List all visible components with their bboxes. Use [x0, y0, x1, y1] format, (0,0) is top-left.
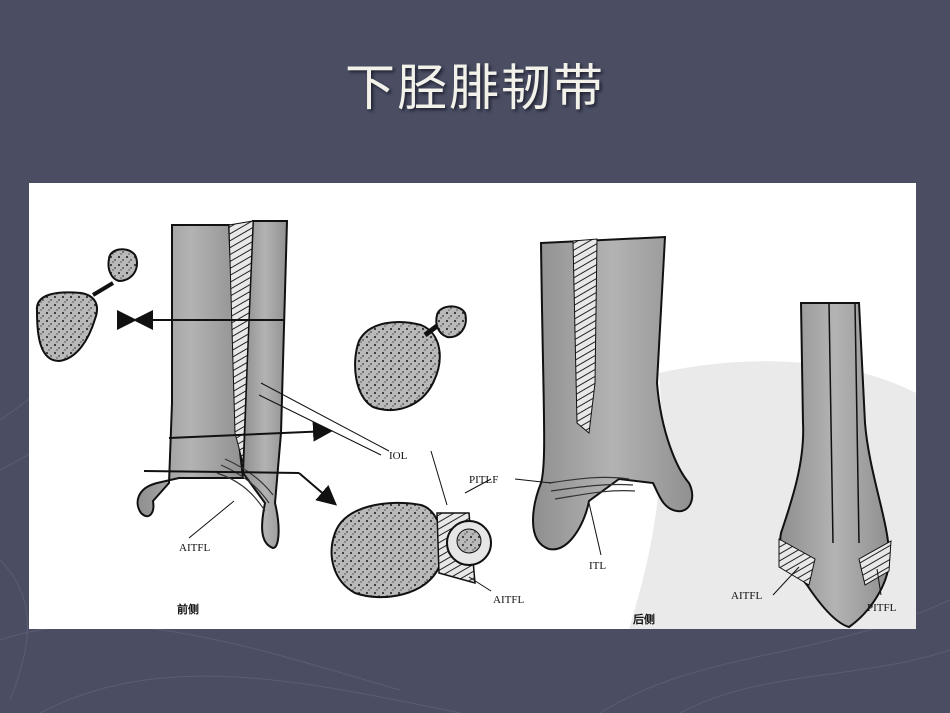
posterior-view: [514, 235, 694, 556]
slide-title: 下胫腓韧带: [345, 59, 605, 117]
label-posterior: 后侧: [633, 612, 655, 626]
label-itl: ITL: [589, 560, 606, 572]
ligament-illustration: IOL AITFL AITFL PITLF ITL AITFL PITFL 前侧…: [35, 220, 916, 629]
label-aitfl-section: AITFL: [493, 594, 524, 606]
cross-section-middle: [354, 305, 467, 411]
label-anterior: 前侧: [177, 602, 199, 616]
lateral-view: [772, 302, 892, 629]
cross-section-distal: [330, 450, 492, 599]
label-pitfl-right: PITFL: [867, 602, 897, 614]
anterior-view: [117, 220, 390, 550]
label-aitfl-right: AITFL: [731, 590, 762, 602]
anatomy-figure: IOL AITFL AITFL PITLF ITL AITFL PITFL 前侧…: [29, 183, 916, 629]
label-pitlf: PITLF: [469, 474, 498, 486]
label-aitfl-anterior: AITFL: [179, 542, 210, 554]
label-iol: IOL: [389, 450, 408, 462]
cross-section-proximal: [35, 248, 138, 363]
